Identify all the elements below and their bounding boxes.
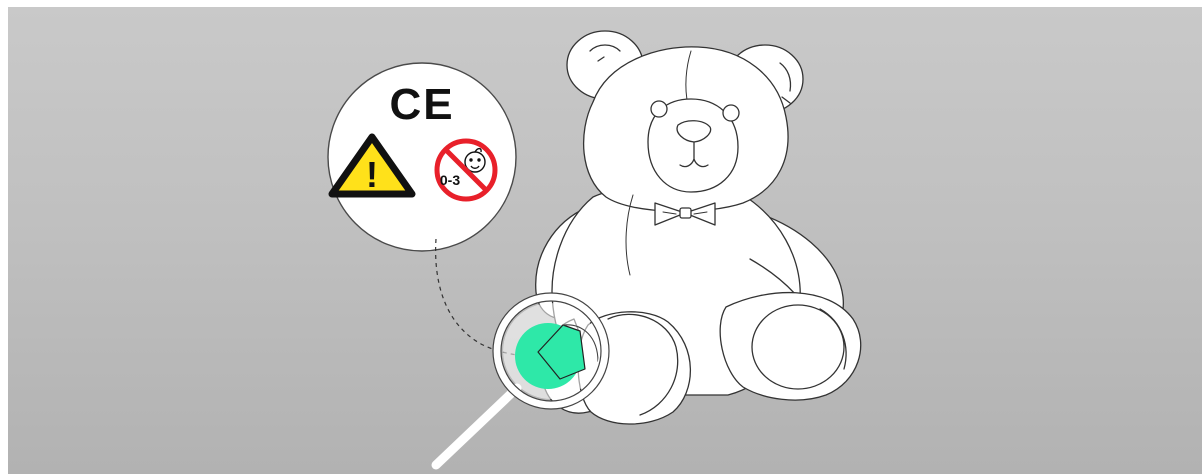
illustration-canvas: CE ! 0-3: [8, 7, 1202, 474]
warning-mark: !: [366, 154, 378, 195]
not-for-under-3-icon: 0-3: [437, 141, 495, 199]
age-warning-label: 0-3: [440, 172, 460, 188]
illustration-panel: CE ! 0-3: [8, 7, 1202, 474]
magnifying-glass-icon: [436, 293, 609, 465]
ce-mark-icon: CE: [389, 80, 454, 129]
ce-mark-label: CE: [389, 80, 454, 129]
safety-label-bubble: CE ! 0-3: [328, 63, 516, 251]
